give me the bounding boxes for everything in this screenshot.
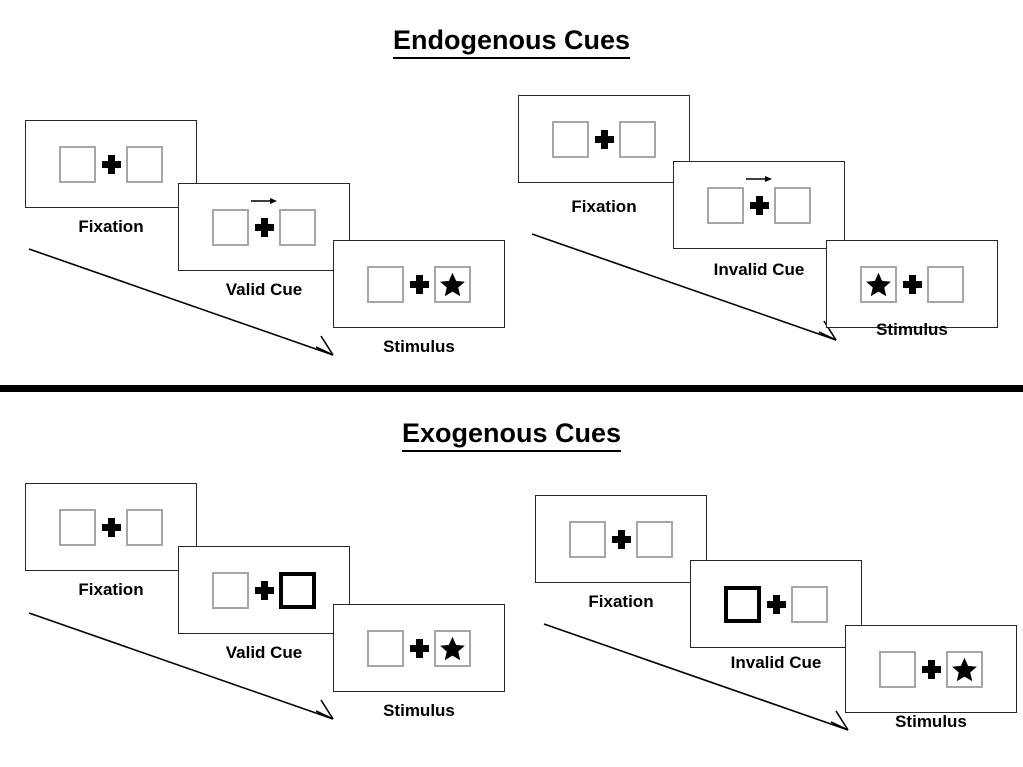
left-placeholder-box (879, 650, 916, 688)
right-placeholder-box (126, 145, 163, 183)
right-placeholder-box (636, 520, 673, 558)
right-placeholder-box (946, 650, 983, 688)
stage-caption-valid-cue: Valid Cue (225, 280, 303, 299)
fixation-cross-icon (96, 146, 126, 183)
right-placeholder-box (126, 508, 163, 546)
right-placeholder-box (434, 629, 471, 667)
star-icon (866, 272, 891, 296)
left-placeholder-box (367, 265, 404, 303)
right-placeholder-box (927, 265, 964, 303)
left-placeholder-box (707, 186, 744, 224)
left-placeholder-box (212, 208, 249, 246)
trial-frame-fixation (518, 95, 690, 183)
right-placeholder-box (434, 265, 471, 303)
trial-frame-fixation (25, 483, 197, 571)
fixation-cross-icon (404, 266, 434, 303)
right-placeholder-box-cued (279, 571, 316, 609)
left-placeholder-box-cued (724, 585, 761, 623)
arrow-right-icon (746, 175, 772, 182)
right-placeholder-box (619, 120, 656, 158)
trial-frame-stimulus (333, 604, 505, 692)
fixation-cross-icon (249, 572, 279, 609)
star-icon (952, 657, 977, 681)
stage-caption-fixation: Fixation (78, 217, 144, 236)
fixation-cross-icon (249, 197, 279, 246)
stage-caption-fixation: Fixation (78, 580, 144, 599)
trial-frame-invalid-cue (690, 560, 862, 648)
trial-frame-stimulus (845, 625, 1017, 713)
trial-frame-invalid-cue (673, 161, 845, 249)
left-placeholder-box (212, 571, 249, 609)
section-divider (0, 385, 1023, 392)
right-placeholder-box (791, 585, 828, 623)
left-placeholder-box (59, 508, 96, 546)
fixation-cross-icon (916, 651, 946, 688)
stage-caption-valid-cue: Valid Cue (225, 643, 303, 662)
section-title-exogenous-text: Exogenous Cues (401, 418, 622, 452)
arrow-right-icon (251, 197, 277, 204)
fixation-cross-icon (589, 121, 619, 158)
left-placeholder-box (860, 265, 897, 303)
left-placeholder-box (569, 520, 606, 558)
stage-caption-stimulus: Stimulus (876, 320, 948, 339)
left-placeholder-box (367, 629, 404, 667)
fixation-cross-icon (606, 521, 636, 558)
trial-frame-valid-cue (178, 546, 350, 634)
fixation-cross-icon (404, 630, 434, 667)
trial-frame-valid-cue (178, 183, 350, 271)
star-icon (440, 636, 465, 660)
stage-caption-stimulus: Stimulus (895, 712, 967, 731)
section-title-exogenous: Exogenous Cues (0, 418, 1023, 452)
left-placeholder-box (552, 120, 589, 158)
trial-frame-fixation (25, 120, 197, 208)
section-title-endogenous: Endogenous Cues (0, 25, 1023, 59)
trial-frame-fixation (535, 495, 707, 583)
right-placeholder-box (774, 186, 811, 224)
left-placeholder-box (59, 145, 96, 183)
stage-caption-fixation: Fixation (588, 592, 654, 611)
fixation-cross-icon (897, 266, 927, 303)
stage-caption-stimulus: Stimulus (383, 701, 455, 720)
fixation-cross-icon (744, 175, 774, 224)
trial-frame-stimulus (826, 240, 998, 328)
trial-frame-stimulus (333, 240, 505, 328)
stage-caption-stimulus: Stimulus (383, 337, 455, 356)
stage-caption-invalid-cue: Invalid Cue (730, 653, 822, 672)
fixation-cross-icon (761, 586, 791, 623)
stage-caption-invalid-cue: Invalid Cue (713, 260, 805, 279)
fixation-cross-icon (96, 509, 126, 546)
section-title-endogenous-text: Endogenous Cues (392, 25, 630, 59)
right-placeholder-box (279, 208, 316, 246)
stage-caption-fixation: Fixation (571, 197, 637, 216)
star-icon (440, 272, 465, 296)
